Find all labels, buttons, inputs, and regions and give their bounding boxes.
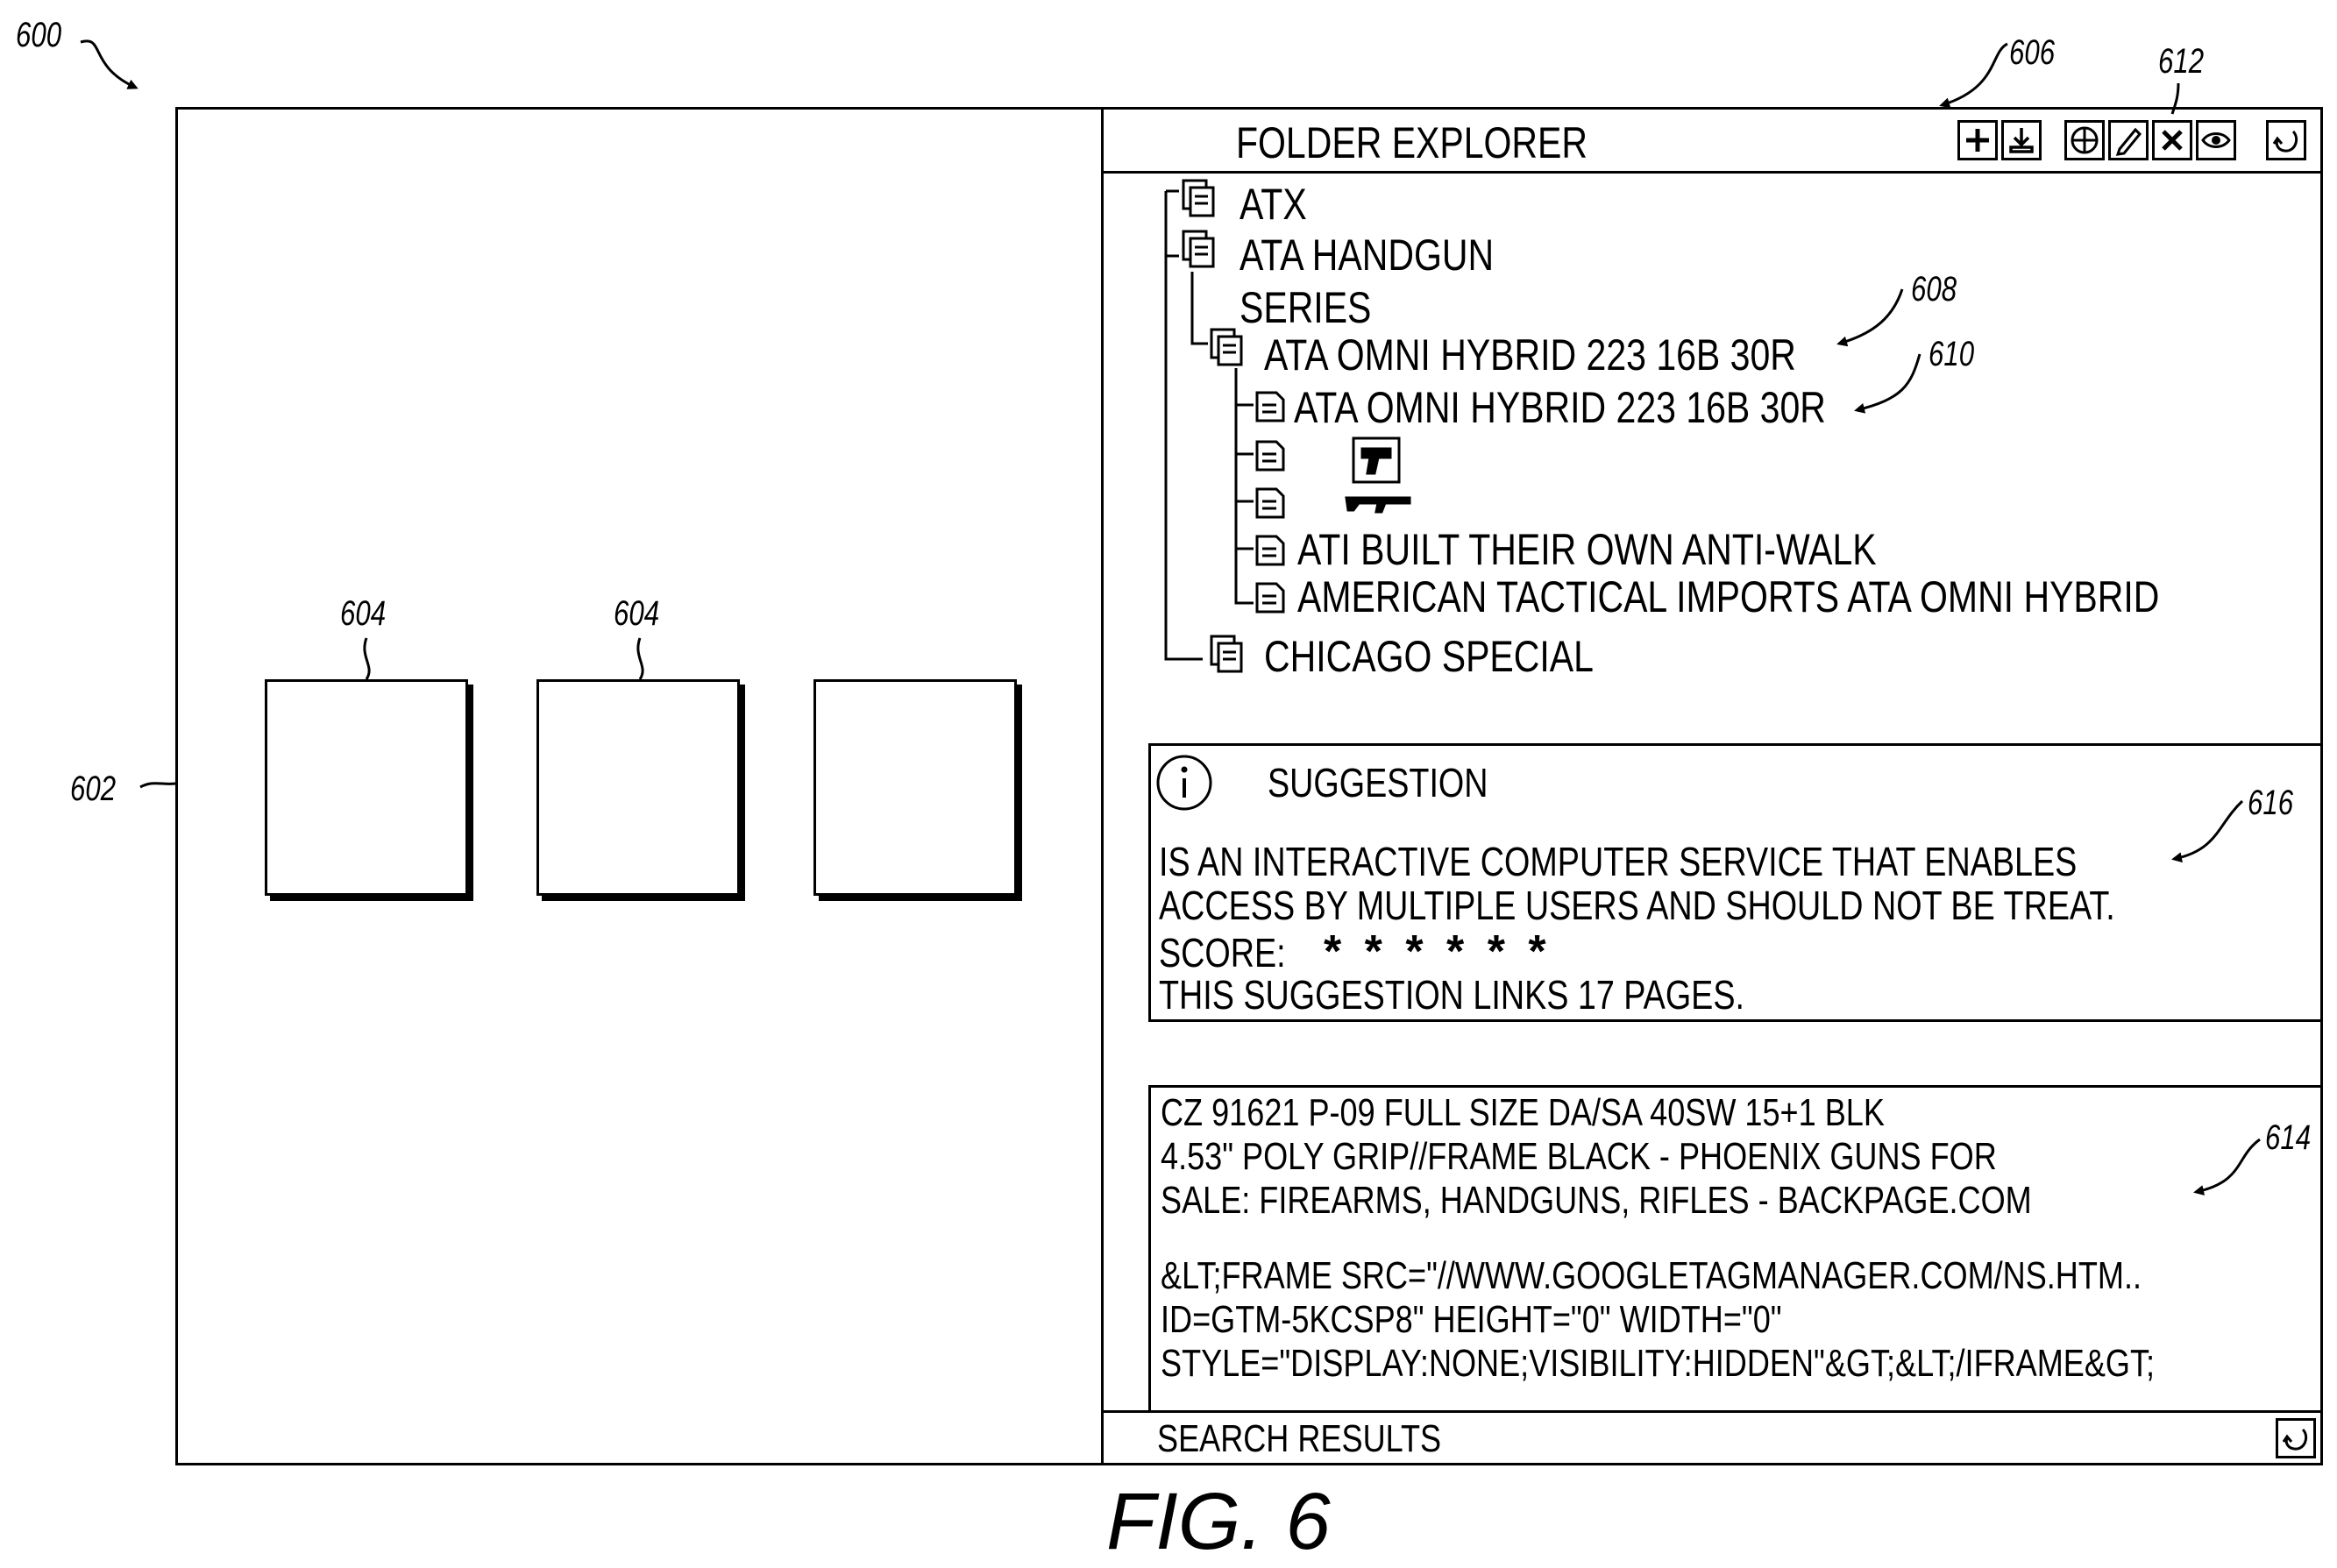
search-result-line-6: STYLE="DISPLAY:NONE;VISIBILITY:HIDDEN"&G…	[1161, 1345, 2337, 1383]
tree-item-handgun-series: SERIES	[1240, 286, 1400, 330]
tree-item-atx[interactable]: ATX	[1240, 182, 1322, 226]
suggestion-line-2: ACCESS BY MULTIPLE USERS AND SHOULD NOT …	[1159, 885, 2325, 926]
search-results-label: SEARCH RESULTS	[1157, 1420, 1503, 1458]
footer-divider	[1101, 1410, 2323, 1413]
tree-item-chicago[interactable]: CHICAGO SPECIAL	[1264, 635, 1666, 678]
score-stars: * * * * * *	[1324, 929, 1552, 975]
search-result-line-5: ID=GTM-5KCSP8" HEIGHT="0" WIDTH="0"	[1161, 1301, 1918, 1339]
tree-item-handgun-image[interactable]	[1254, 438, 1411, 482]
figure-caption: FIG. 6	[1106, 1481, 1331, 1562]
tree-item-omni[interactable]: ATA OMNI HYBRID 223 16B 30R	[1264, 333, 1913, 377]
folder-icon-omni	[1211, 330, 1241, 365]
tree-item-handgun[interactable]: ATA HANDGUN	[1240, 233, 1550, 277]
suggestion-links: THIS SUGGESTION LINKS 17 PAGES.	[1159, 975, 1873, 1015]
score-label: SCORE:	[1159, 933, 1313, 973]
tree-item-omni-child[interactable]: ATA OMNI HYBRID 223 16B 30R	[1294, 386, 1943, 429]
search-result-line-3: SALE: FIREARMS, HANDGUNS, RIFLES - BACKP…	[1161, 1181, 2223, 1220]
search-result-line-2: 4.53" POLY GRIP//FRAME BLACK - PHOENIX G…	[1161, 1138, 2180, 1176]
search-results-refresh-button[interactable]	[2276, 1418, 2316, 1458]
doc-icon-4	[1257, 536, 1283, 564]
suggestion-line-1: IS AN INTERACTIVE COMPUTER SERVICE THAT …	[1159, 841, 2278, 882]
doc-icon-5	[1257, 584, 1283, 612]
tree-item-american-tactical[interactable]: AMERICAN TACTICAL IMPORTS ATA OMNI HYBRI…	[1297, 575, 2337, 619]
tree-item-anti-walk[interactable]: ATI BUILT THEIR OWN ANTI-WALK	[1297, 528, 2004, 571]
refresh-icon	[2280, 1423, 2312, 1454]
folder-icon-handgun	[1183, 231, 1213, 266]
info-icon	[1155, 754, 1213, 812]
suggestion-title: SUGGESTION	[1268, 763, 1537, 803]
doc-icon-1	[1257, 393, 1283, 421]
folder-icon-atx	[1183, 181, 1213, 216]
search-result-line-1: CZ 91621 P-09 FULL SIZE DA/SA 40SW 15+1 …	[1161, 1094, 2043, 1132]
folder-icon-chicago	[1211, 636, 1241, 671]
search-result-line-4: &LT;FRAME SRC="//WWW.GOOGLETAGMANAGER.CO…	[1161, 1257, 2337, 1295]
tree-item-rifle-image[interactable]	[1254, 487, 1411, 522]
